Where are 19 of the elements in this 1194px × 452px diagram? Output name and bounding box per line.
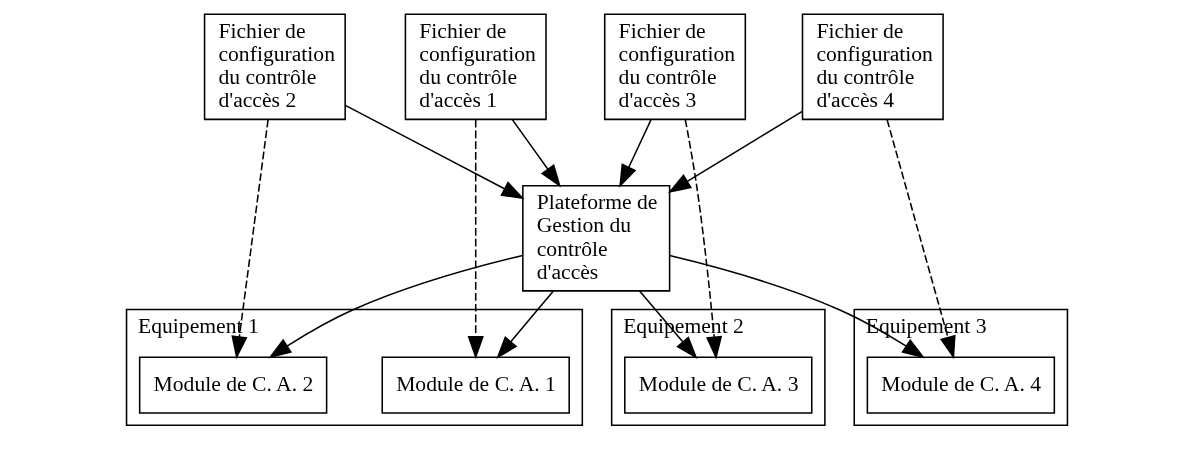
arrow (511, 119, 561, 188)
node-box: Fichier de configuration du contrôle d'accès 1 (404, 13, 547, 121)
arrow (344, 104, 525, 200)
node-box: Plateforme de Gestion du contrôle d'accès (522, 185, 671, 292)
node-box: Module de C. A. 1 (381, 356, 570, 414)
arrow (886, 118, 956, 360)
arrow (467, 118, 484, 360)
arrow (668, 110, 804, 194)
node-box: Fichier de configuration du contrôle d'accès 4 (801, 13, 944, 121)
arrow (231, 118, 269, 360)
node-box: Fichier de configuration du contrôle d'accès 2 (203, 13, 346, 121)
arrow (619, 119, 652, 188)
node-box: Module de C. A. 3 (624, 356, 813, 414)
node-box: Module de C. A. 2 (138, 356, 328, 414)
node-box: Fichier de configuration du contrôle d'accès 3 (603, 13, 747, 121)
arrow (268, 254, 524, 359)
arrow (668, 254, 926, 359)
node-box: Module de C. A. 4 (866, 356, 1056, 414)
arrow (684, 118, 723, 360)
